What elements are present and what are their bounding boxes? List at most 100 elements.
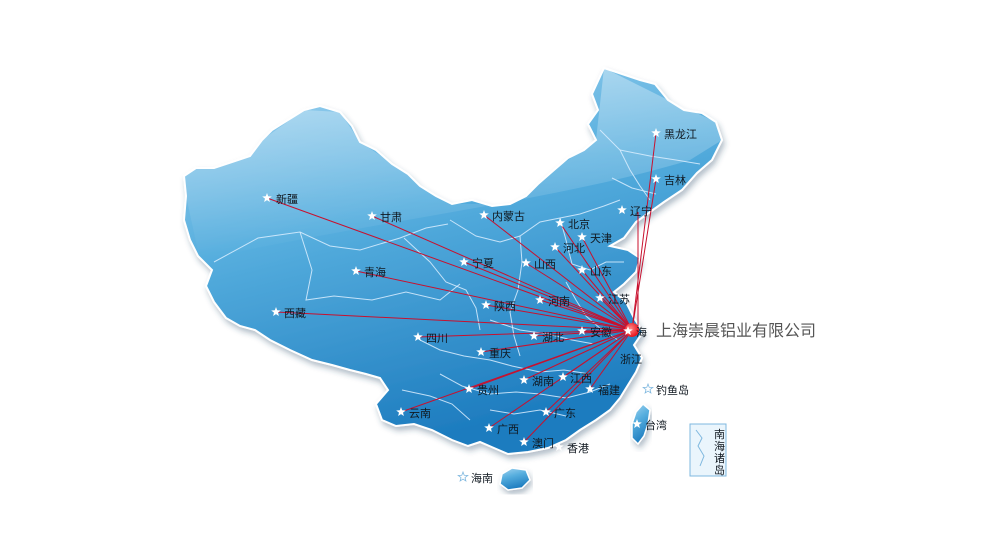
province-label-hebei: 河北: [563, 242, 585, 255]
province-label-qinghai: 青海: [364, 265, 386, 279]
province-label-taiwan: 台湾: [645, 418, 667, 432]
star-icon: [519, 437, 529, 446]
star-icon: [351, 266, 361, 275]
star-icon: [595, 293, 605, 302]
province-label-shandong: 山东: [590, 265, 612, 278]
province-label-guizhou: 贵州: [477, 384, 499, 397]
province-label-liaoning: 辽宁: [630, 204, 652, 218]
star-icon: [519, 375, 529, 384]
star-icon: [651, 174, 661, 183]
star-icon: [464, 384, 474, 393]
route-jiangsu: [599, 297, 633, 331]
star-icon: [558, 372, 568, 381]
province-label-hunan: 湖南: [532, 375, 554, 388]
route-shandong: [581, 269, 633, 331]
star-icon: [550, 242, 560, 251]
inset-label-2: 海: [714, 439, 725, 453]
map-highlight: [184, 68, 722, 260]
star-icon: [271, 307, 281, 316]
route-chongqing: [480, 329, 633, 353]
star-icon: [541, 407, 551, 416]
route-shanxi: [525, 262, 633, 331]
province-label-tianjin: 天津: [590, 232, 612, 245]
route-yunnan: [400, 329, 633, 413]
province-label-anhui: 安徽: [590, 325, 612, 339]
province-label-jilin: 吉林: [664, 173, 686, 187]
province-label-guangxi: 广西: [497, 423, 519, 436]
province-label-guangdong: 广东: [554, 407, 576, 420]
province-label-hubei: 湖北: [542, 331, 564, 344]
province-label-yunnan: 云南: [409, 407, 431, 420]
route-shaanxi: [485, 304, 633, 331]
route-lines: [266, 132, 657, 443]
star-icon: [484, 423, 494, 432]
province-label-beijing: 北京: [568, 217, 590, 231]
province-label-xianggang: 香港: [567, 442, 589, 455]
route-xizang: [275, 311, 633, 331]
province-label-shaanxi: 陕西: [494, 299, 516, 313]
province-label-zhejiang: 浙江: [620, 353, 642, 366]
star-icon: [479, 210, 489, 219]
inset-label-4: 岛: [714, 463, 725, 477]
star-icon: [651, 128, 661, 137]
province-label-gansu: 甘肃: [380, 211, 402, 224]
route-heilongjiang: [631, 132, 657, 331]
star-icon: [617, 205, 627, 214]
star-icon: [577, 265, 587, 274]
hainan-island: [499, 467, 531, 491]
province-label-heilongjiang: 黑龙江: [664, 128, 697, 141]
inset-label-1: 南: [714, 428, 725, 441]
inset-label-3: 诸: [714, 452, 725, 465]
star-icon: [585, 384, 595, 393]
star-icon: [459, 257, 469, 266]
route-jilin: [631, 178, 657, 331]
star-icon: [642, 382, 654, 394]
south-china-sea-inset: 南 海 诸 岛: [689, 423, 727, 477]
star-icon: [481, 300, 491, 309]
star-icon: [457, 470, 469, 482]
route-guangxi: [488, 329, 633, 429]
route-beijing: [559, 222, 633, 331]
route-tianjin: [581, 236, 633, 331]
route-gansu: [371, 215, 633, 331]
star-icon: [555, 218, 565, 227]
province-label-shanghai: 海: [636, 325, 647, 339]
star-icon: [535, 295, 545, 304]
route-neimenggu: [483, 214, 633, 331]
province-label-ningxia: 宁夏: [472, 256, 494, 270]
province-label-jiangxi: 江西: [570, 372, 592, 385]
province-label-jiangsu: 江苏: [608, 293, 630, 306]
province-label-fujian: 福建: [598, 383, 620, 397]
star-icon: [529, 331, 539, 340]
star-icon: [521, 258, 531, 267]
province-label-sichuan: 四川: [426, 332, 448, 345]
route-hebei: [554, 246, 633, 331]
province-label-hainan: 海南: [471, 471, 493, 485]
star-icon: [554, 442, 564, 451]
route-qinghai: [355, 270, 633, 331]
star-icon: [262, 193, 272, 202]
province-label-chongqing: 重庆: [489, 346, 511, 360]
route-fujian: [589, 329, 633, 390]
province-label-henan: 河南: [548, 295, 570, 308]
province-label-xizang: 西藏: [284, 307, 306, 320]
province-label-shanxi: 山西: [534, 258, 556, 271]
province-label-aomen: 澳门: [532, 436, 554, 450]
taiwan-island: [631, 402, 651, 446]
route-hunan: [523, 329, 633, 381]
star-icon: [396, 407, 406, 416]
hub-label: 上海崇晨铝业有限公司: [656, 321, 816, 340]
route-xinjiang: [266, 197, 633, 331]
province-markers: 黑龙江吉林辽宁新疆甘肃内蒙古北京天津河北宁夏山西山东青海陕西河南江苏西藏四川湖北…: [262, 128, 697, 485]
star-icon: [577, 326, 587, 335]
province-label-xinjiang: 新疆: [276, 192, 298, 206]
route-guangdong: [545, 329, 633, 413]
star-icon: [577, 232, 587, 241]
route-anhui: [581, 329, 633, 332]
star-icon: [367, 211, 377, 220]
star-icon: [413, 332, 423, 341]
province-label-diaoyudao: 钓鱼岛: [656, 383, 689, 397]
route-aomen: [523, 329, 633, 443]
star-icon: [476, 347, 486, 356]
